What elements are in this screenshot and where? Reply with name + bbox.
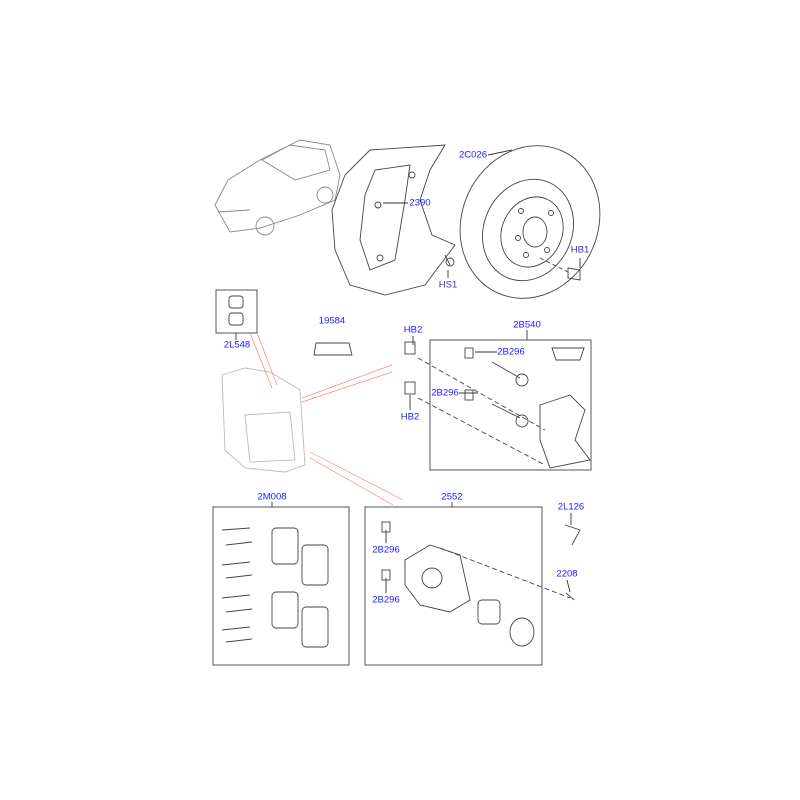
callout-2b296-guide-bottom[interactable]: 2B296 <box>431 387 459 399</box>
callout-2m008[interactable]: 2M008 <box>257 491 287 503</box>
pad-kit-box <box>212 506 350 666</box>
wear-indicator-drawing <box>313 342 353 356</box>
callout-2390[interactable]: 2390 <box>409 197 431 209</box>
callout-2b296-caliper-bottom[interactable]: 2B296 <box>372 594 400 606</box>
callout-2b540[interactable]: 2B540 <box>513 319 541 331</box>
brake-disc-drawing <box>459 145 601 299</box>
callout-hb2-top[interactable]: HB2 <box>403 324 423 336</box>
caliper-drawing <box>381 521 581 647</box>
callout-2b296-caliper-top[interactable]: 2B296 <box>372 544 400 556</box>
callout-hb1[interactable]: HB1 <box>570 244 590 256</box>
vehicle-illustration <box>214 139 341 236</box>
callout-hs1[interactable]: HS1 <box>438 279 458 291</box>
splash-shield-drawing <box>331 144 456 296</box>
bracket-kit-drawing <box>404 341 591 469</box>
callout-2l126[interactable]: 2L126 <box>557 501 585 513</box>
guide-pin-boots-box <box>215 289 258 334</box>
callout-2b296-guide-top[interactable]: 2B296 <box>497 346 525 358</box>
callout-2208[interactable]: 2208 <box>556 568 578 580</box>
caliper-box <box>364 506 543 666</box>
caliper-bracket-kit-box <box>429 339 592 471</box>
pad-kit-drawing <box>221 527 329 648</box>
callout-2c026[interactable]: 2C026 <box>459 149 487 161</box>
red-leader-lines <box>249 332 404 506</box>
caliper-assembly-drawing <box>221 367 306 473</box>
leader-lines <box>235 149 581 593</box>
callout-2552[interactable]: 2552 <box>441 491 463 503</box>
callout-2l548[interactable]: 2L548 <box>223 339 251 351</box>
callout-hb2-bottom[interactable]: HB2 <box>400 411 420 423</box>
guide-pin-boots-drawing <box>228 295 244 326</box>
callout-19584[interactable]: 19584 <box>318 315 346 327</box>
